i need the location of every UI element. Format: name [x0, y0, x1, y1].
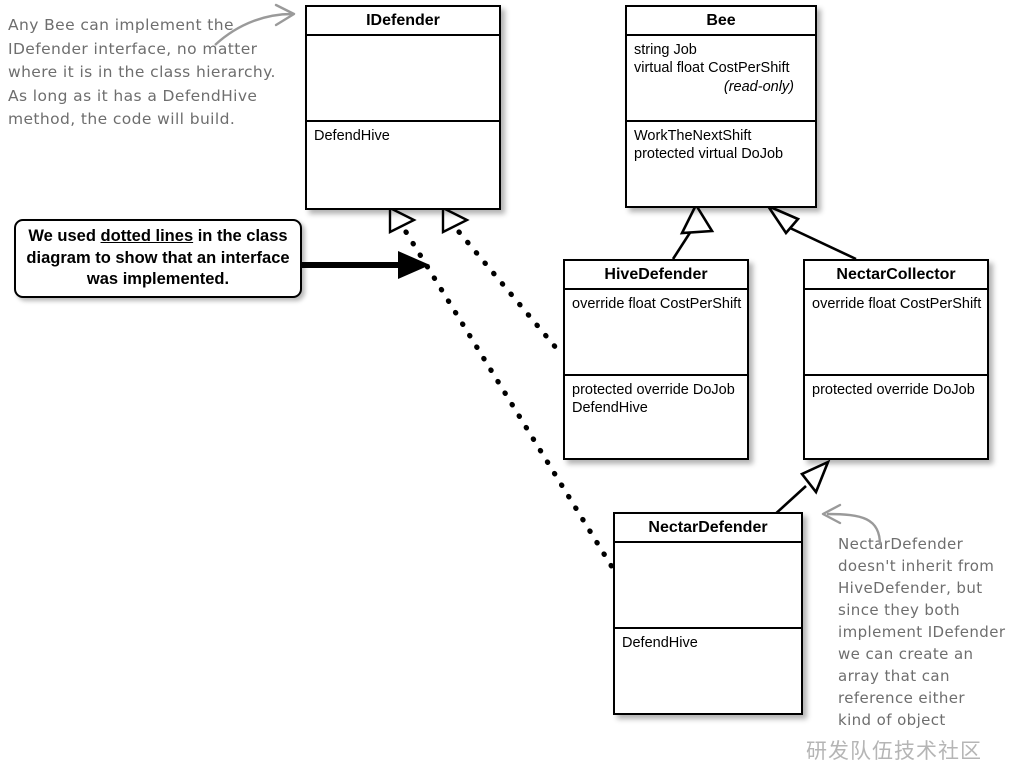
class-attributes-hivedefender: override float CostPerShift — [565, 290, 747, 376]
attribute-line: override float CostPerShift — [812, 296, 982, 312]
method-line: protected override DoJob — [812, 382, 975, 398]
class-title-bee: Bee — [627, 7, 815, 36]
callout-text-before: We used — [28, 227, 101, 246]
callout-text-after: in the class diagram to show that an int… — [26, 227, 290, 289]
class-methods-nectardefender: DefendHive — [615, 629, 801, 656]
class-attributes-bee: string Job virtual float CostPerShift (r… — [627, 36, 815, 122]
class-box-nectarcollector[interactable]: NectarCollector override float CostPerSh… — [803, 259, 989, 460]
class-box-hivedefender[interactable]: HiveDefender override float CostPerShift… — [563, 259, 749, 460]
callout-text: We used dotted lines in the class diagra… — [16, 226, 300, 290]
attribute-line: string Job — [634, 42, 697, 58]
method-line: DefendHive — [572, 400, 648, 417]
method-line: protected override DoJob — [572, 382, 735, 398]
class-methods-hivedefender: protected override DoJob DefendHive — [565, 376, 747, 422]
watermark-text: 研发队伍技术社区 — [806, 739, 982, 763]
class-title-nectardefender: NectarDefender — [615, 514, 801, 543]
class-attributes-nectardefender — [615, 543, 801, 629]
handwritten-note-right: NectarDefender doesn't inherit from Hive… — [838, 535, 1006, 730]
handwritten-note-left: Any Bee can implement the IDefender inte… — [8, 16, 276, 129]
class-box-idefender[interactable]: IDefender DefendHive — [305, 5, 501, 210]
class-title-idefender: IDefender — [307, 7, 499, 36]
attribute-readonly-note: (read-only) — [723, 78, 794, 95]
class-attributes-idefender — [307, 36, 499, 122]
method-line: DefendHive — [314, 128, 390, 144]
attribute-line: override float CostPerShift — [572, 296, 742, 312]
callout-text-underlined: dotted lines — [100, 227, 194, 246]
attribute-line: virtual float CostPerShift — [634, 60, 790, 77]
class-methods-nectarcollector: protected override DoJob — [805, 376, 987, 403]
class-methods-idefender: DefendHive — [307, 122, 499, 149]
class-methods-bee: WorkTheNextShift protected virtual DoJob — [627, 122, 815, 168]
callout-box: We used dotted lines in the class diagra… — [14, 219, 302, 298]
class-box-bee[interactable]: Bee string Job virtual float CostPerShif… — [625, 5, 817, 208]
class-attributes-nectarcollector: override float CostPerShift — [805, 290, 987, 376]
class-box-nectardefender[interactable]: NectarDefender DefendHive — [613, 512, 803, 715]
method-line: WorkTheNextShift — [634, 128, 752, 144]
method-line: protected virtual DoJob — [634, 146, 784, 163]
class-title-nectarcollector: NectarCollector — [805, 261, 987, 290]
class-title-hivedefender: HiveDefender — [565, 261, 747, 290]
method-line: DefendHive — [622, 635, 698, 651]
